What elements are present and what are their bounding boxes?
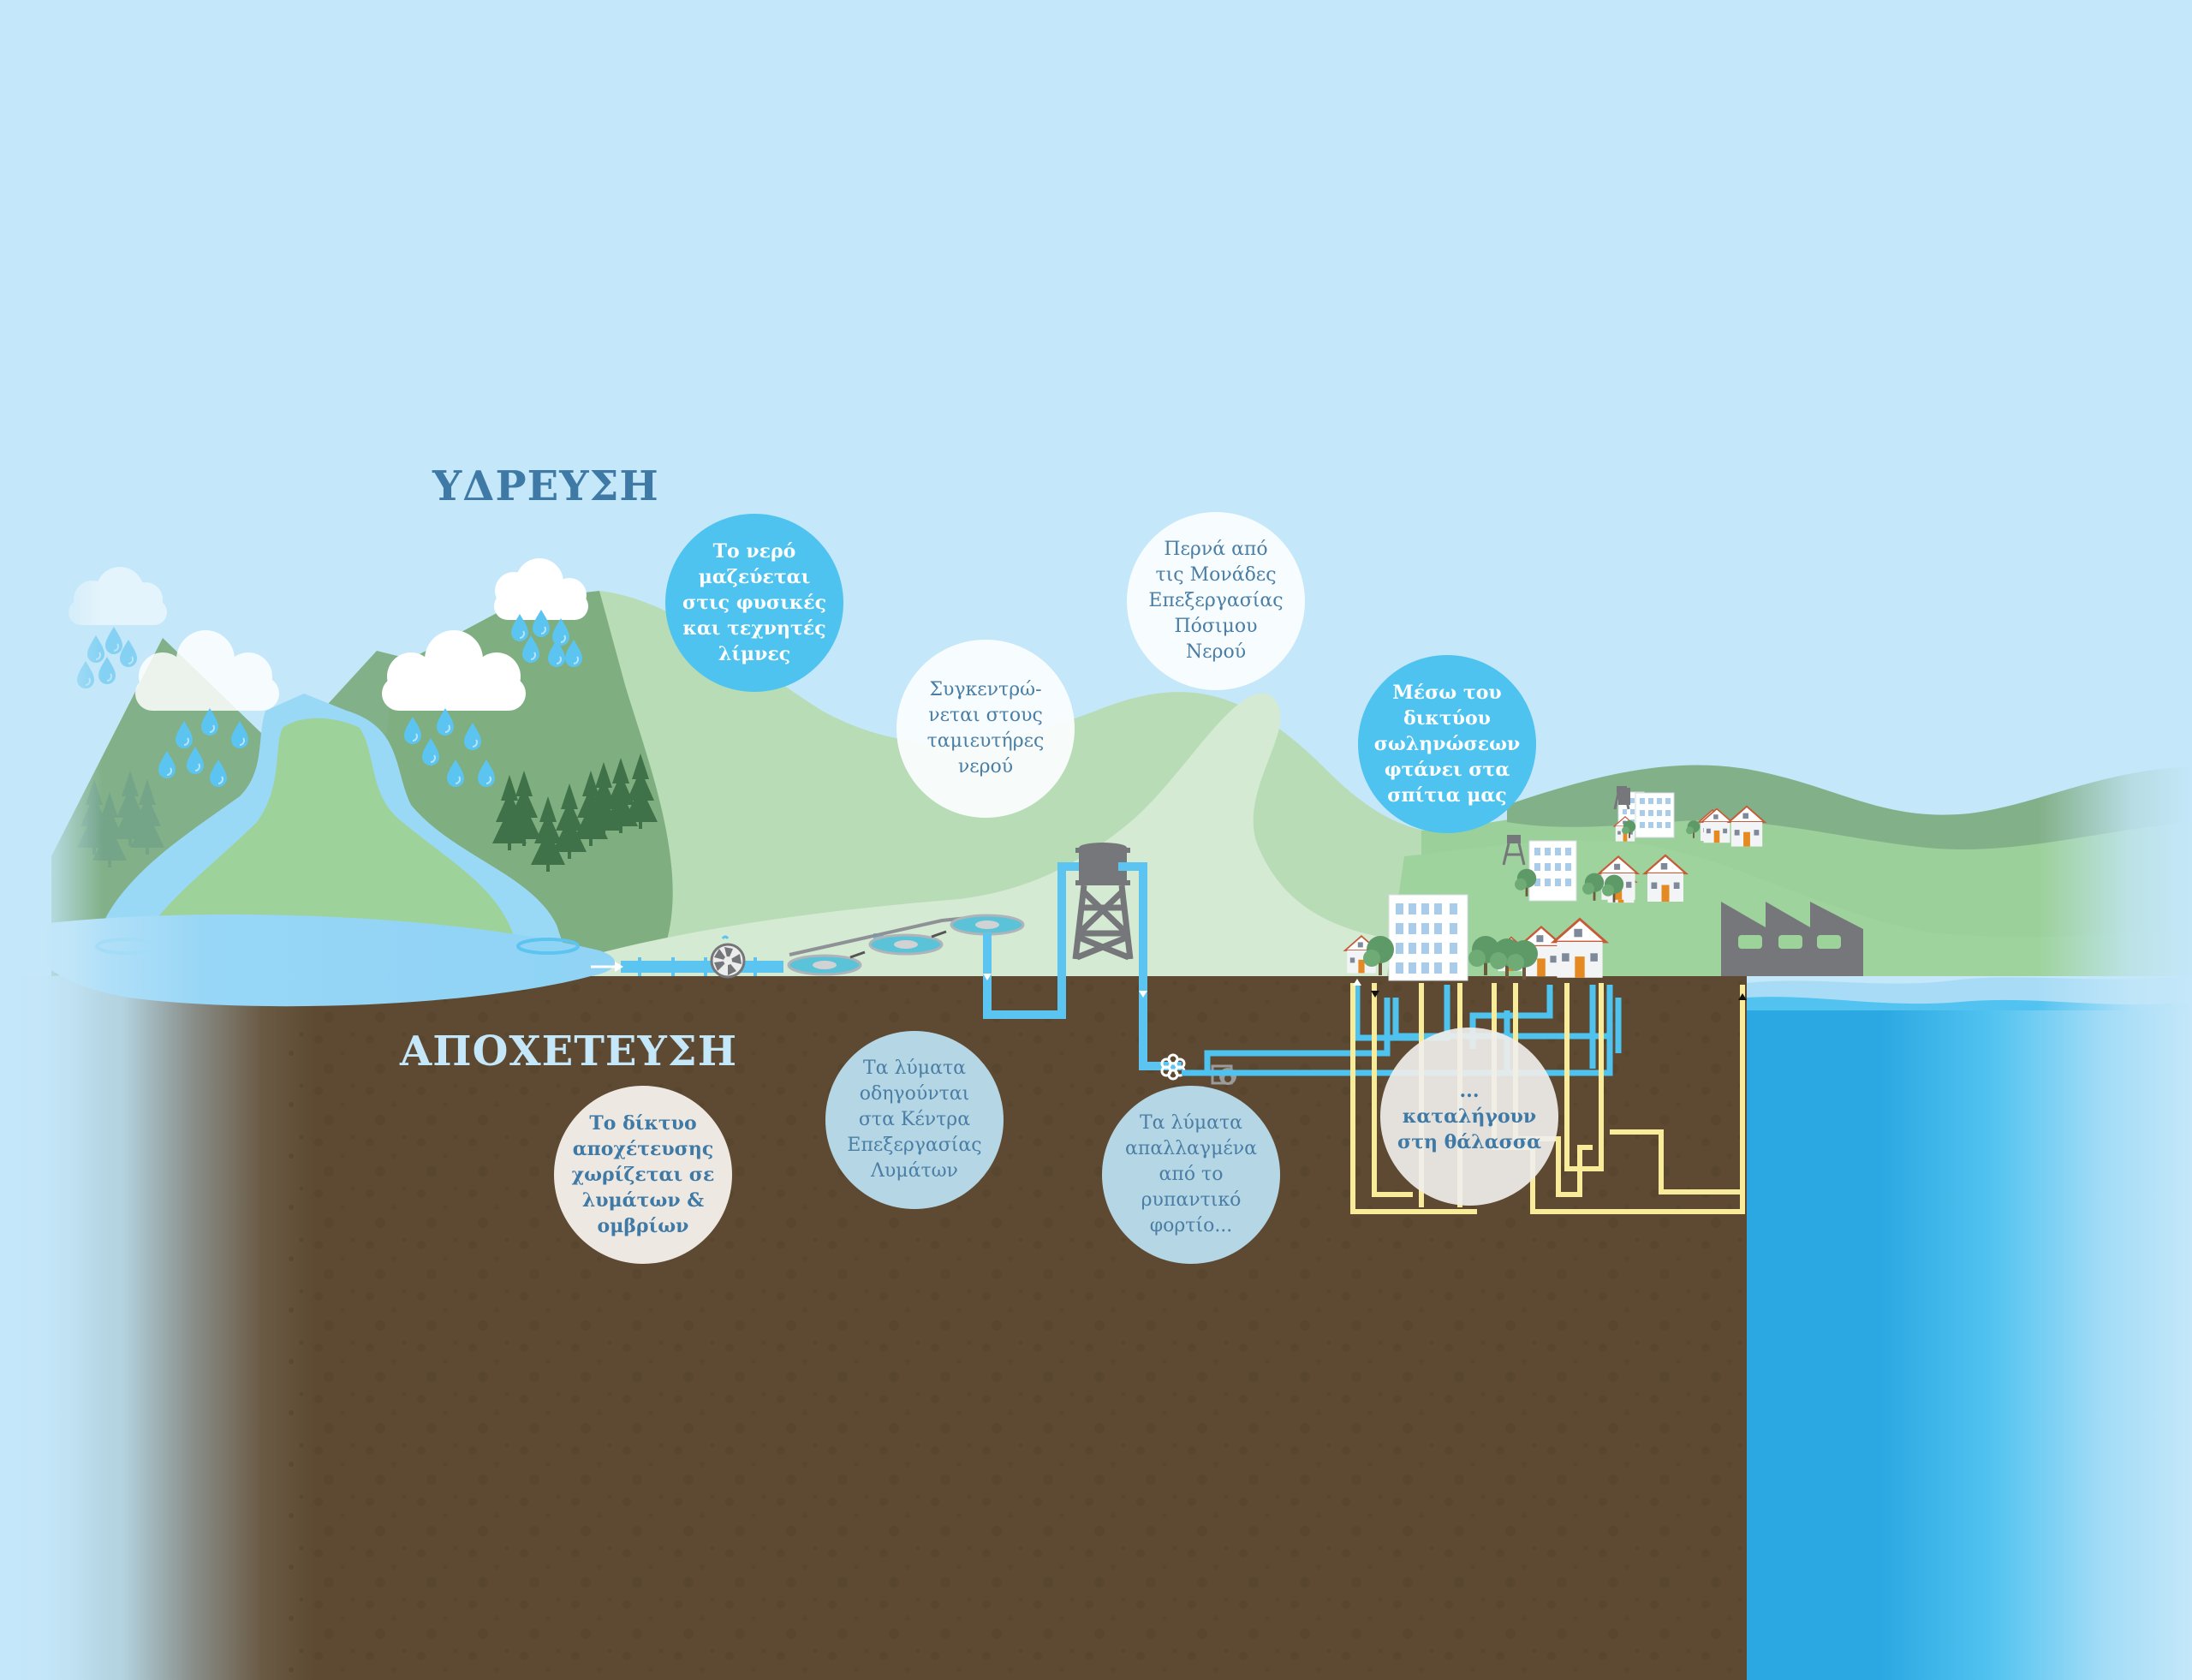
building-icon	[1388, 792, 1675, 981]
step-reservoir-bubble: Συγκεντρώ- νεται στους ταμιευτήρες νερού	[896, 640, 1075, 818]
arrow-down-icon	[1371, 991, 1379, 998]
arrow-up-icon	[1353, 979, 1361, 986]
supply-heading: ΥΔΡΕΥΣΗ	[432, 462, 659, 510]
step-treatment-bubble: Περνά από τις Μονάδες Επεξεργασίας Πόσιμ…	[1127, 512, 1305, 690]
step-collect-text: Το νερό μαζεύεται στις φυσικές και τεχνη…	[682, 540, 827, 665]
step-sea-text: ... καταλήγουν στη θάλασσα	[1397, 1080, 1541, 1153]
sea	[1747, 1010, 2192, 1680]
pump-icon	[710, 935, 746, 979]
valve-icon	[1160, 1053, 1186, 1081]
right-fade	[2038, 754, 2192, 1010]
step-sea-bubble: ... καταλήγουν στη θάλασσα	[1380, 1028, 1558, 1206]
step-collect-bubble: Το νερό μαζεύεται στις φυσικές και τεχνη…	[665, 514, 843, 692]
central-hill	[137, 718, 518, 950]
step-wastewater-plant-text: Τα λύματα οδηγούνται στα Κέντρα Επεξεργα…	[847, 1057, 982, 1182]
water-tower-small-icon	[1502, 786, 1630, 866]
step-network-text: Το δίκτυο αποχέτευσης χωρίζεται σε λυμάτ…	[571, 1112, 715, 1237]
step-treatment-text: Περνά από τις Μονάδες Επεξεργασίας Πόσιμ…	[1148, 539, 1284, 663]
step-cleaned-text: Τα λύματα απαλλαγμένα από το ρυπαντικό φ…	[1125, 1112, 1257, 1236]
left-fade	[0, 514, 103, 1680]
sewage-heading: ΑΠΟΧΕΤΕΥΣΗ	[400, 1028, 738, 1075]
step-distribution-bubble: Μέσω του δικτύου σωληνώσεων φτάνει στα σ…	[1358, 655, 1536, 833]
step-distribution-text: Μέσω του δικτύου σωληνώσεων φτάνει στα σ…	[1373, 682, 1521, 807]
arrow-up-icon	[1738, 993, 1747, 1000]
step-cleaned-bubble: Τα λύματα απαλλαγμένα από το ρυπαντικό φ…	[1102, 1086, 1280, 1264]
valley-light	[548, 693, 1413, 976]
hill-far-right-top	[1507, 765, 2192, 850]
lake-ripple	[516, 938, 580, 955]
step-network-bubble: Το δίκτυο αποχέτευσης χωρίζεται σε λυμάτ…	[554, 1086, 732, 1264]
settling-tanks	[787, 862, 1087, 1019]
supply-distribution-pipes	[1182, 983, 1622, 1076]
lake	[29, 914, 616, 1007]
step-reservoir-text: Συγκεντρώ- νεται στους ταμιευτήρες νερού	[926, 679, 1045, 777]
factory-icon	[1721, 902, 1863, 976]
step-wastewater-plant-bubble: Τα λύματα οδηγούνται στα Κέντρα Επεξεργα…	[825, 1031, 1004, 1209]
